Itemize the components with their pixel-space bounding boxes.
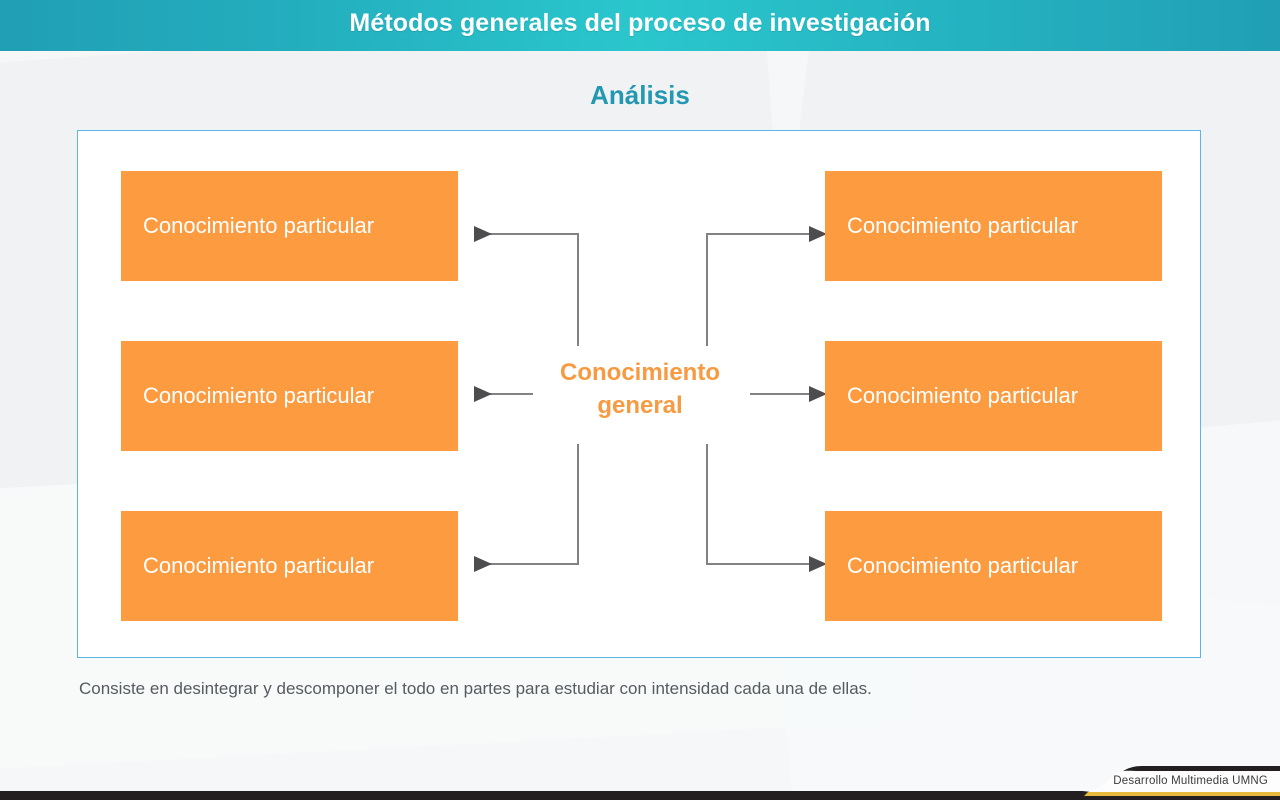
center-node-label-line1: Conocimiento (560, 359, 720, 386)
node-left-3[interactable]: Conocimiento particular (121, 511, 458, 621)
caption-text: Consiste en desintegrar y descomponer el… (79, 679, 872, 698)
center-node-label: Conocimiento general (510, 356, 770, 422)
node-label: Conocimiento particular (847, 553, 1079, 578)
ribbon-accent-stripe (1084, 792, 1280, 796)
connector-top-right (706, 226, 827, 346)
node-label: Conocimiento particular (143, 383, 375, 408)
section-title: Análisis (590, 80, 690, 110)
node-label: Conocimiento particular (847, 383, 1079, 408)
center-node-label-line2: general (597, 392, 683, 419)
connector-bottom-left (474, 444, 579, 572)
footer-ribbon (1050, 766, 1280, 800)
node-label: Conocimiento particular (143, 213, 375, 238)
node-label: Conocimiento particular (143, 553, 375, 578)
diagram-panel: Conocimiento particular Conocimiento par… (77, 130, 1201, 658)
page-title: Métodos generales del proceso de investi… (349, 9, 931, 37)
node-left-1[interactable]: Conocimiento particular (121, 171, 458, 281)
ribbon-light-shape (1080, 770, 1280, 792)
node-right-1[interactable]: Conocimiento particular (825, 171, 1162, 281)
node-right-2[interactable]: Conocimiento particular (825, 341, 1162, 451)
bottom-bar (0, 791, 1280, 800)
connector-bottom-right (706, 444, 827, 572)
footer-credit: Desarrollo Multimedia UMNG (1113, 775, 1268, 787)
node-label: Conocimiento particular (847, 213, 1079, 238)
connector-top-left (474, 226, 579, 346)
node-left-2[interactable]: Conocimiento particular (121, 341, 458, 451)
node-right-3[interactable]: Conocimiento particular (825, 511, 1162, 621)
header-bar: Métodos generales del proceso de investi… (0, 0, 1280, 51)
